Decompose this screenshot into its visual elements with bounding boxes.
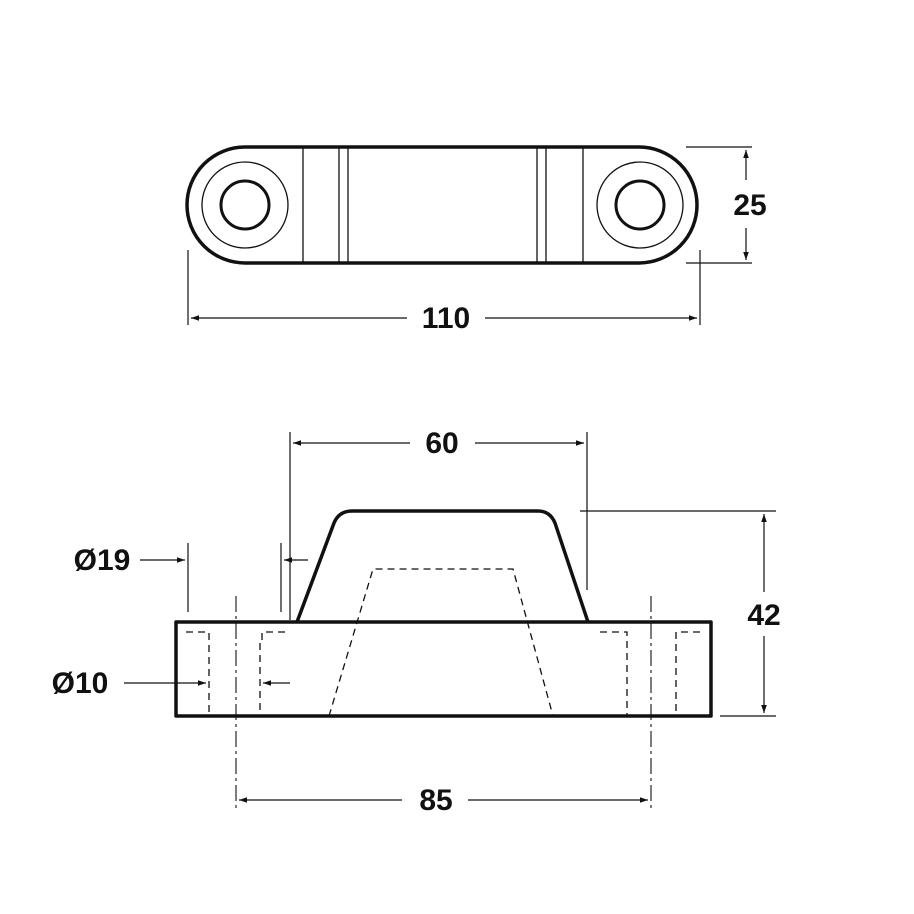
- height-dimension: 42: [580, 510, 781, 717]
- counterbore-diameter-dimension: Ø19: [74, 543, 308, 612]
- hole-spacing-dimension: 85: [239, 784, 648, 817]
- overall-length-label: 110: [422, 302, 470, 335]
- counterbore-diameter-label: Ø19: [74, 544, 131, 577]
- top-view-outline: [185, 145, 699, 265]
- top-view: 25 110: [185, 145, 767, 335]
- right-hole-circle: [614, 179, 666, 231]
- hidden-right-counterbore: [600, 631, 628, 716]
- hole-diameter-dimension: Ø10: [52, 667, 290, 700]
- width-label: 25: [733, 189, 766, 222]
- hole-diameter-label: Ø10: [52, 667, 109, 700]
- top-length-label: 60: [425, 427, 458, 460]
- front-view: 60 42 Ø19 Ø10 85: [52, 427, 781, 817]
- hidden-right-counterbore-b: [675, 631, 700, 716]
- width-dimension: 25: [686, 146, 767, 264]
- left-hole-circle: [219, 179, 271, 231]
- hidden-cavity: [328, 568, 554, 717]
- right-counterbore-circle: [596, 161, 684, 249]
- base-plate: [174, 620, 713, 718]
- raised-body: [295, 509, 590, 623]
- height-label: 42: [747, 599, 780, 632]
- hidden-left-counterbore-b: [259, 631, 285, 716]
- overall-length-dimension: 110: [187, 250, 701, 335]
- hole-spacing-label: 85: [419, 784, 452, 817]
- hidden-left-counterbore: [186, 631, 210, 716]
- left-counterbore-circle: [201, 161, 289, 249]
- top-view-slope-lines: [302, 147, 584, 263]
